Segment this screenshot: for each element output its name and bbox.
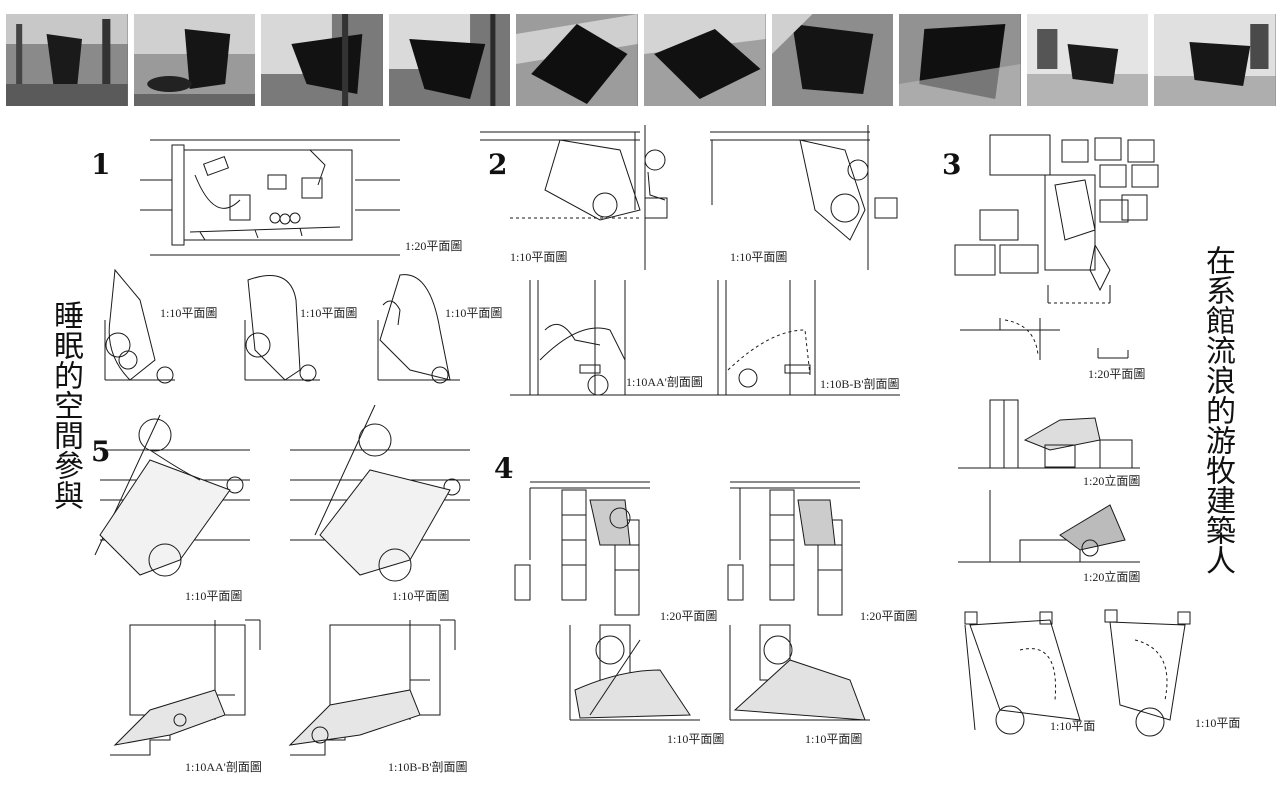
s1-plans-1-10 (99, 264, 460, 386)
s2-plan-a-label: 1:10平面圖 (510, 250, 568, 264)
s4-plan-a-label: 1:20平面圖 (660, 609, 718, 623)
section-1-number: 1 (91, 148, 111, 181)
section-2-number: 2 (488, 148, 508, 181)
photo-hammock-table (133, 14, 256, 106)
s3-plan-a-label: 1:10平面 (1050, 719, 1096, 733)
s3-elev-b-label: 1:20立面圖 (1083, 570, 1141, 584)
photo-strip (6, 14, 1276, 106)
s1-plan-1-20 (140, 139, 400, 256)
s5-plans (94, 404, 470, 582)
s3-elevations (958, 399, 1140, 563)
photo-hammock-corridor (6, 14, 128, 106)
s2-plans (480, 125, 898, 270)
s5-plan-b-label: 1:10平面圖 (392, 589, 450, 603)
s2-sec-a-label: 1:10AA'剖面圖 (626, 375, 703, 389)
s2-sec-b-label: 1:10B-B'剖面圖 (820, 377, 900, 391)
s2-sections (510, 280, 900, 396)
s5-plan-a-label: 1:10平面圖 (185, 589, 243, 603)
s5-sec-b-label: 1:10B-B'剖面圖 (388, 760, 468, 774)
s3-plans-1-10 (964, 609, 1191, 737)
s2-plan-b-label: 1:10平面圖 (730, 250, 788, 264)
s3-elev-a-label: 1:20立面圖 (1083, 474, 1141, 488)
s4-plan-b-label: 1:20平面圖 (860, 609, 918, 623)
s3-plan-label: 1:20平面圖 (1088, 367, 1146, 381)
s1-plan-main-label: 1:20平面圖 (405, 239, 463, 253)
section-5-number: 5 (91, 435, 111, 468)
photo-studio-desk-2 (1154, 14, 1276, 106)
photo-hammock-window (261, 14, 383, 106)
s1-plan-c-label: 1:10平面圖 (445, 306, 503, 320)
photo-fabric-topview-2 (643, 14, 766, 106)
section-4-number: 4 (494, 452, 514, 485)
left-vertical-title: 睡眠的空間參與 (48, 300, 83, 510)
photo-hammock-window-2 (388, 14, 511, 106)
right-vertical-title: 在系館流浪的游牧建築人 (1200, 245, 1235, 575)
section-3-number: 3 (942, 148, 962, 181)
s3-plan (954, 134, 1159, 360)
photo-fabric-topview-3 (771, 14, 894, 106)
s5-sections (110, 619, 456, 756)
photo-studio-desk-1 (1026, 14, 1149, 106)
s4-plan-d-label: 1:10平面圖 (805, 732, 863, 746)
s3-plan-b-label: 1:10平面 (1195, 716, 1241, 730)
s4-plans-1-20 (514, 481, 860, 616)
s4-plan-c-label: 1:10平面圖 (667, 732, 725, 746)
s1-plan-b-label: 1:10平面圖 (300, 306, 358, 320)
photo-fabric-topview-4 (899, 14, 1021, 106)
photo-fabric-topview-1 (516, 14, 638, 106)
s5-sec-a-label: 1:10AA'剖面圖 (185, 760, 262, 774)
s4-plans-1-10 (569, 624, 870, 721)
s1-plan-a-label: 1:10平面圖 (160, 306, 218, 320)
